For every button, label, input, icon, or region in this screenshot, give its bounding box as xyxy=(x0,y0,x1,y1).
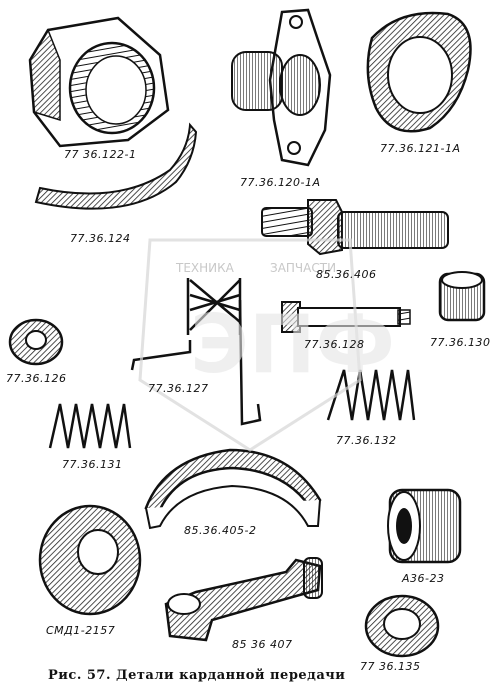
label-lever: 85 36 407 xyxy=(232,638,293,651)
label-spring-left: 77.36.131 xyxy=(62,458,123,471)
long-bolt-part xyxy=(281,301,411,333)
shaft-part xyxy=(261,199,449,256)
label-keyed-washer: СМД1-2157 xyxy=(46,624,116,637)
label-brake-shoe: 85.36.405-2 xyxy=(184,524,257,537)
label-long-bolt: 77.36.128 xyxy=(304,338,365,351)
label-ring: 77 36.135 xyxy=(360,660,421,673)
figure-caption: Рис. 57. Детали карданной передачи xyxy=(48,668,346,683)
arc-plate-part xyxy=(34,122,198,210)
lever-part xyxy=(164,557,323,642)
label-torsion-spring: 77.36.127 xyxy=(148,382,209,395)
label-pinion: 77.36.130 xyxy=(430,336,491,349)
flange-part xyxy=(231,8,332,167)
hex-nut-part xyxy=(28,16,170,148)
label-spring-right: 77.36.132 xyxy=(336,434,397,447)
brake-shoe-part xyxy=(144,448,322,530)
compression-spring-left-part xyxy=(48,403,132,449)
label-shaft: 85.36.406 xyxy=(316,268,377,281)
label-small-washer: 77.36.126 xyxy=(6,372,67,385)
cam-washer-part xyxy=(366,11,472,133)
label-nut: 77 36.122-1 xyxy=(64,148,137,161)
label-cam-washer: 77.36.121-1А xyxy=(380,142,461,155)
small-washer-part xyxy=(8,318,64,366)
keyed-washer-part xyxy=(38,504,142,616)
ring-part xyxy=(364,594,440,658)
label-bearing: А36-23 xyxy=(402,572,445,585)
label-arc-plate: 77.36.124 xyxy=(70,232,131,245)
bearing-part xyxy=(387,488,462,564)
label-flange: 77.36.120-1А xyxy=(240,176,321,189)
pinion-part xyxy=(438,271,486,322)
torsion-spring-part xyxy=(130,278,262,426)
compression-spring-right-part xyxy=(326,369,416,421)
